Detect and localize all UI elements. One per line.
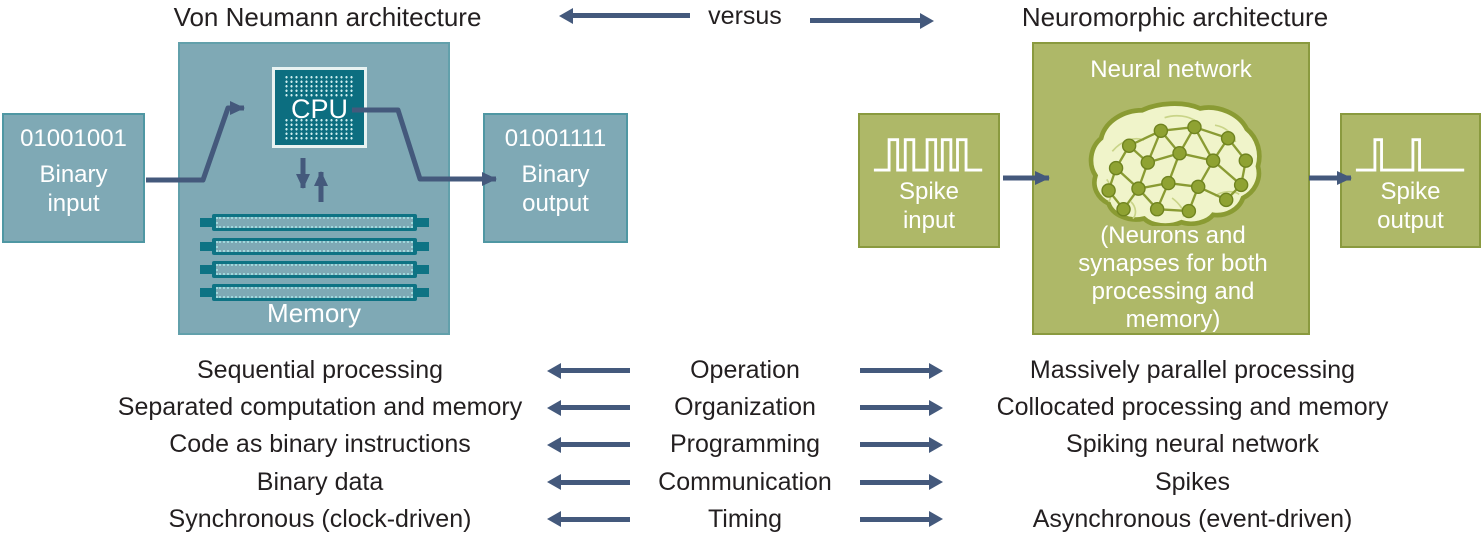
- comparison-right-value: Asynchronous (event-driven): [1032, 504, 1353, 533]
- von-neumann-title: Von Neumann architecture: [173, 2, 482, 32]
- memory-tab: [416, 242, 429, 251]
- memory-tab: [416, 265, 429, 274]
- neural-network-title: Neural network: [1090, 56, 1252, 83]
- versus-right-arrow-icon: [810, 12, 934, 29]
- spike-output-label: Spike output: [1377, 178, 1444, 234]
- comparison-category: Communication: [658, 467, 832, 496]
- comparison-category: Organization: [674, 393, 816, 422]
- binary-output-label: Binary output: [521, 161, 590, 217]
- comparison-category: Timing: [707, 504, 783, 533]
- right-arrow-icon: [860, 436, 943, 453]
- memory-tab: [200, 288, 213, 297]
- right-arrow-icon: [860, 474, 943, 491]
- cpu-chip-icon: CPU: [272, 67, 367, 148]
- binary-input-box: 01001001 Binary input: [2, 113, 145, 243]
- comparison-row: Separated computation and memory Organiz…: [0, 389, 1483, 426]
- von-neumann-box: CPU Memory: [178, 42, 450, 335]
- comparison-left-value: Sequential processing: [197, 356, 443, 385]
- spike-train-icon: [873, 138, 983, 172]
- neuromorphic-title: Neuromorphic architecture: [1021, 2, 1329, 32]
- comparison-right-value: Spiking neural network: [1066, 430, 1319, 459]
- memory-stick-inner: [216, 287, 413, 298]
- cpu-dots-bottom: [284, 118, 355, 140]
- memory-stick-icon: [200, 214, 429, 231]
- memory-stick-inner: [216, 217, 413, 228]
- memory-stick-icon: [200, 238, 429, 255]
- comparison-right-value: Collocated processing and memory: [996, 393, 1389, 422]
- right-arrow-icon: [860, 511, 943, 528]
- comparison-left-value: Binary data: [256, 467, 384, 496]
- spike-input-label: Spike input: [898, 178, 960, 234]
- memory-tab: [416, 288, 429, 297]
- memory-stick-icon: [200, 284, 429, 301]
- spike-input-box: Spike input: [858, 113, 1000, 248]
- left-arrow-icon: [547, 474, 630, 491]
- spike-output-box: Spike output: [1340, 113, 1481, 248]
- comparison-row: Sequential processing Operation Massivel…: [0, 352, 1483, 389]
- left-arrow-icon: [547, 436, 630, 453]
- memory-label: Memory: [267, 298, 361, 328]
- memory-tab: [200, 265, 213, 274]
- memory-tab: [200, 218, 213, 227]
- comparison-category: Programming: [669, 430, 821, 459]
- versus-label: versus: [708, 2, 782, 30]
- memory-stick-inner: [216, 241, 413, 252]
- comparison-left-value: Synchronous (clock-driven): [168, 504, 472, 533]
- brain-network-icon: [1088, 101, 1262, 226]
- right-arrow-icon: [860, 362, 943, 379]
- sparse-spike-icon: [1355, 138, 1464, 172]
- comparison-right-value: Massively parallel processing: [1029, 356, 1356, 385]
- memory-stick-inner: [216, 264, 413, 275]
- versus-left-arrow-icon: [559, 7, 690, 24]
- left-arrow-icon: [547, 399, 630, 416]
- comparison-row: Synchronous (clock-driven) Timing Asynch…: [0, 501, 1483, 533]
- memory-stick-icon: [200, 261, 429, 278]
- comparison-row: Binary data Communication Spikes: [0, 464, 1483, 501]
- comparison-category: Operation: [690, 356, 800, 385]
- comparison-row: Code as binary instructions Programming …: [0, 426, 1483, 463]
- neural-network-caption: (Neurons and synapses for both processin…: [1078, 222, 1268, 333]
- memory-tab: [416, 218, 429, 227]
- comparison-right-value: Spikes: [1154, 467, 1231, 496]
- comparison-left-value: Code as binary instructions: [169, 430, 471, 459]
- comparison-table: Sequential processing Operation Massivel…: [0, 352, 1483, 533]
- neural-network-box: Neural network: [1032, 42, 1310, 335]
- cpu-dots-top: [284, 75, 355, 97]
- binary-input-label: Binary input: [39, 161, 108, 217]
- right-arrow-icon: [860, 399, 943, 416]
- binary-output-value: 01001111: [504, 125, 607, 152]
- left-arrow-icon: [547, 511, 630, 528]
- comparison-left-value: Separated computation and memory: [117, 393, 523, 422]
- left-arrow-icon: [547, 362, 630, 379]
- binary-input-value: 01001001: [20, 125, 127, 152]
- memory-tab: [200, 242, 213, 251]
- binary-output-box: 01001111 Binary output: [483, 113, 628, 243]
